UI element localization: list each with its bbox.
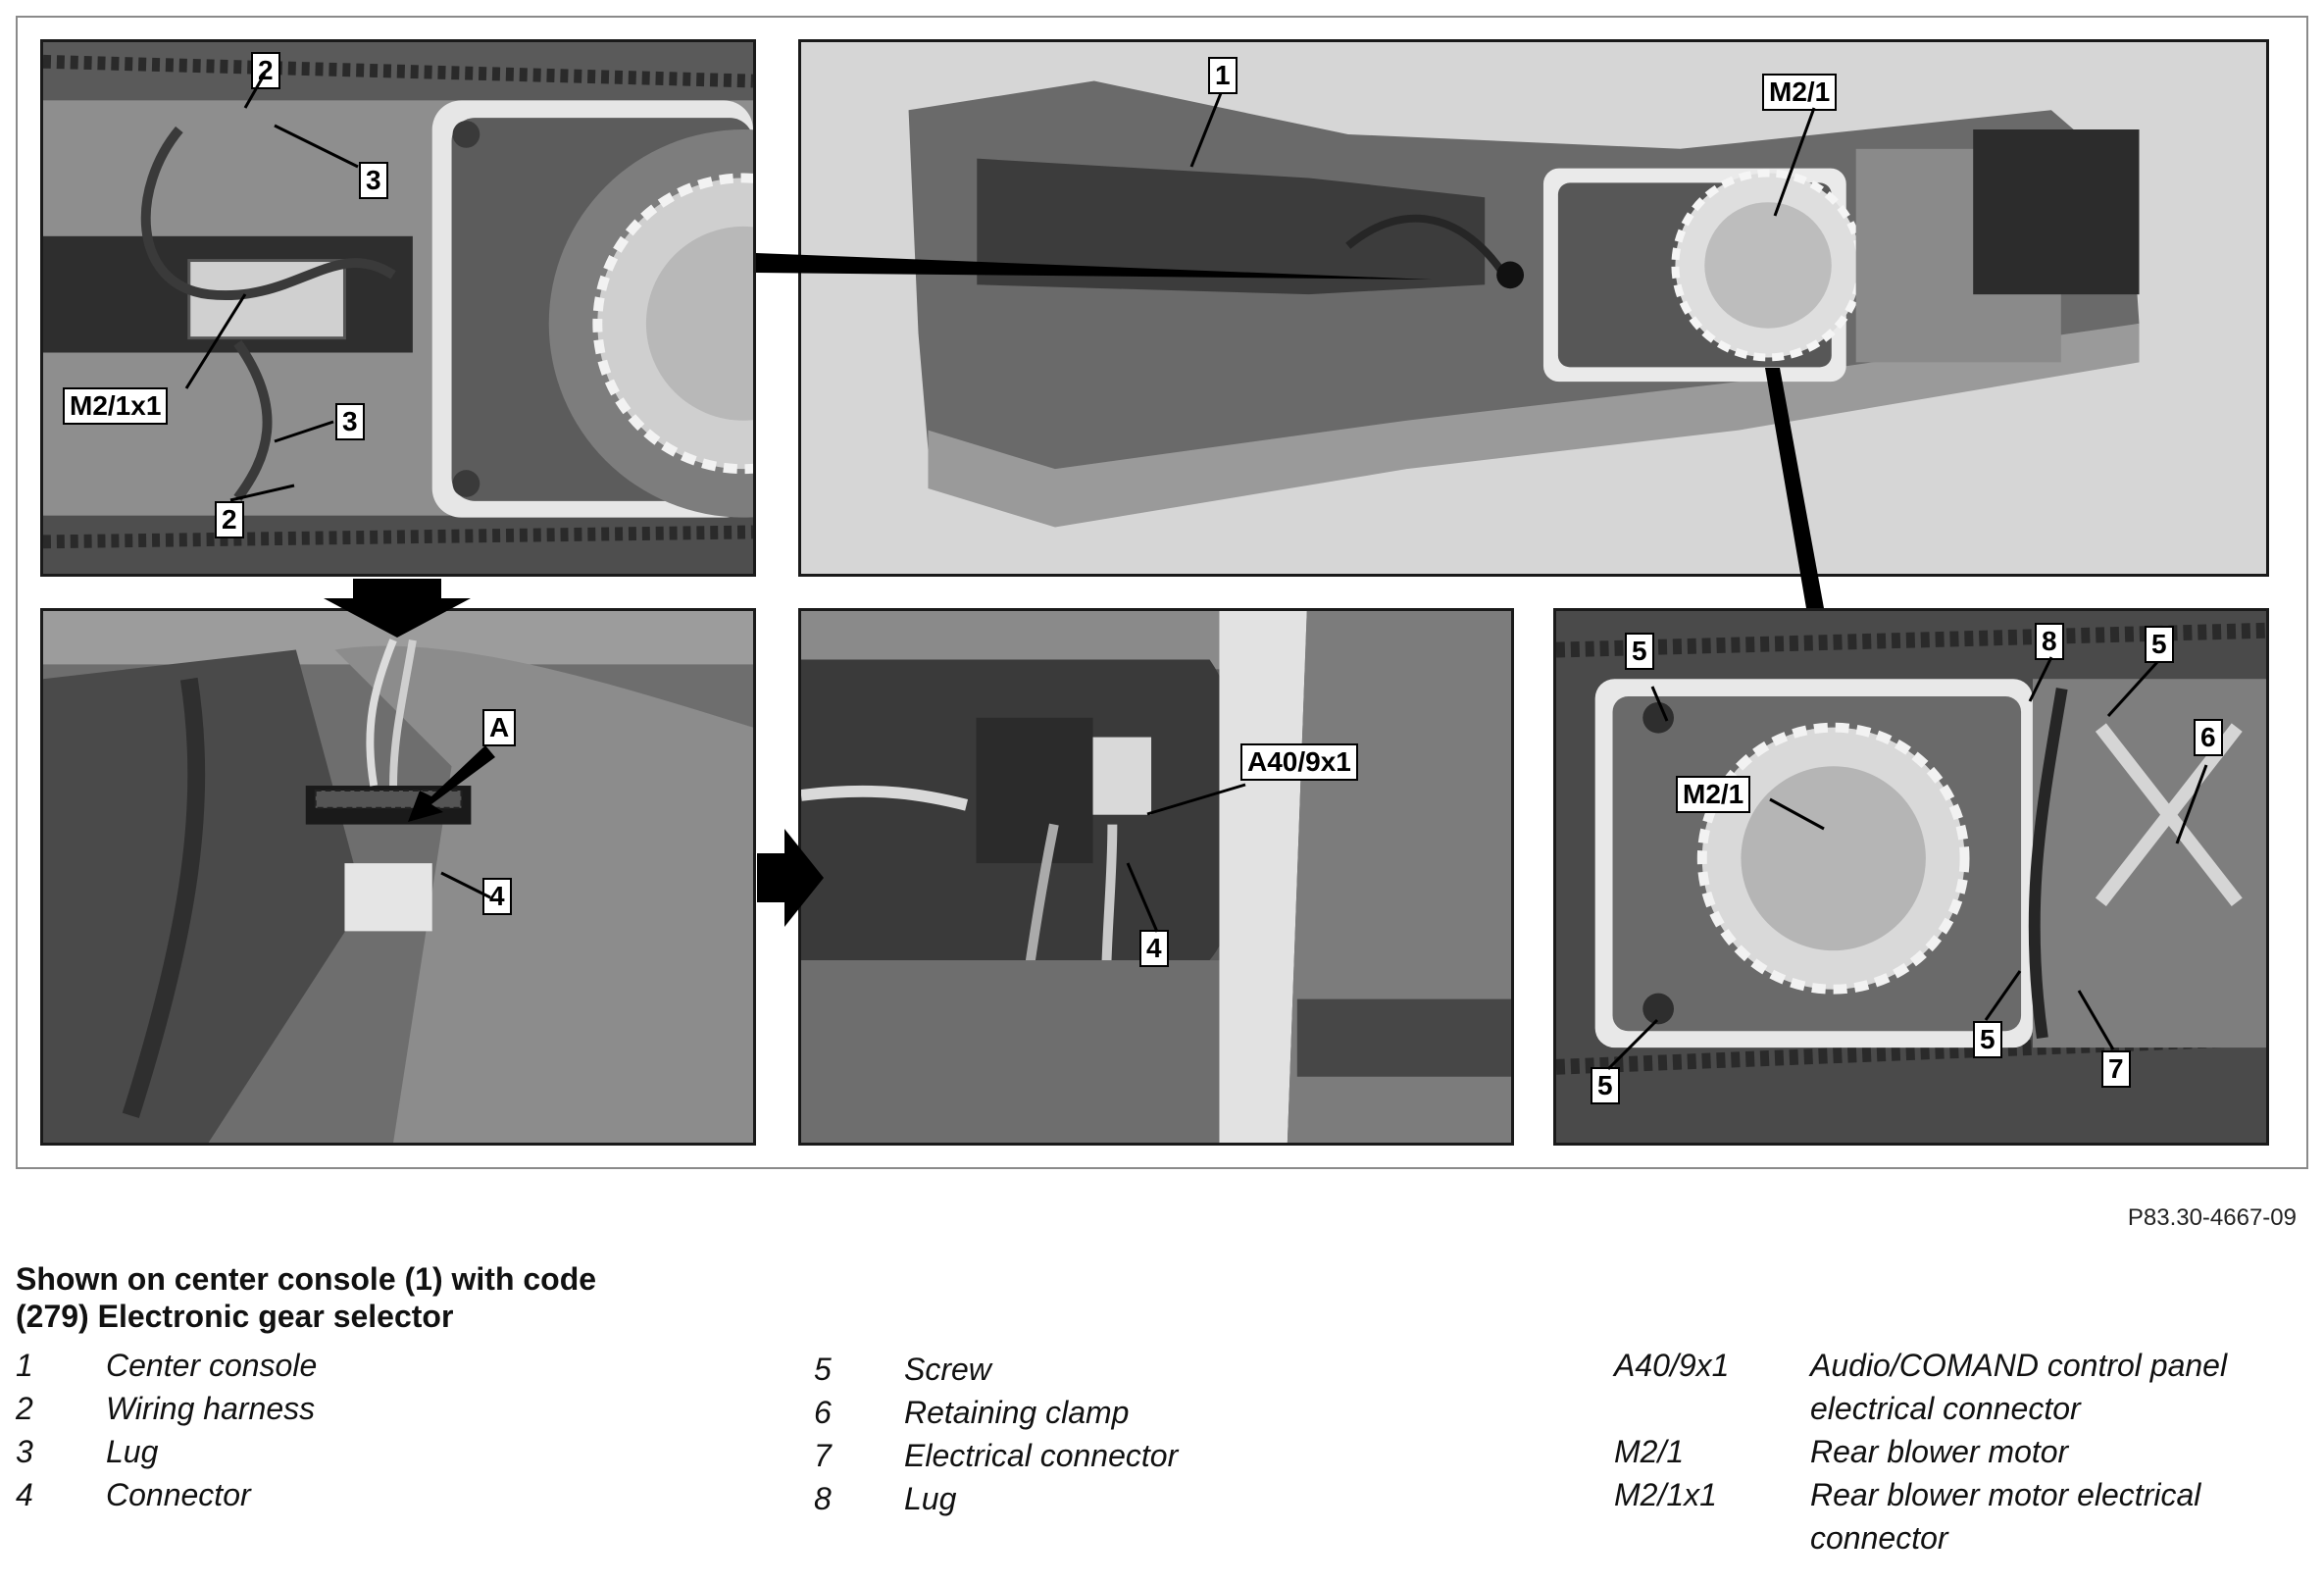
- photo-console-detail: 2 3 M2/1x1 3 2: [40, 39, 756, 577]
- legend-text: Center console: [106, 1348, 318, 1383]
- legend-item: 6 Retaining clamp: [814, 1391, 1402, 1434]
- callout-m2-1x1: M2/1x1: [63, 387, 169, 425]
- legend-key: 5: [814, 1352, 832, 1387]
- blower-motor-illustration: [1556, 611, 2266, 1143]
- legend-key: M2/1: [1614, 1434, 1685, 1469]
- legend-column-3: A40/9x1 Audio/COMAND control panel elect…: [1614, 1344, 2300, 1559]
- legend-item: 2 Wiring harness: [16, 1387, 702, 1430]
- legend-text: Audio/COMAND control panel electrical co…: [1810, 1344, 2300, 1430]
- legend-item: 7 Electrical connector: [814, 1434, 1402, 1477]
- legend-item: 5 Screw: [814, 1348, 1402, 1391]
- legend-text: Rear blower motor: [1810, 1430, 2300, 1473]
- legend-key: M2/1x1: [1614, 1477, 1717, 1512]
- callout-8: 8: [2035, 623, 2064, 660]
- legend-text-line: Rear blower motor electrical: [1810, 1477, 2201, 1512]
- legend-text: Connector: [106, 1477, 251, 1512]
- callout-3-top: 3: [359, 162, 388, 199]
- legend-item: 4 Connector: [16, 1473, 702, 1516]
- callout-4-left: 4: [482, 878, 512, 915]
- photo-connector-a: A 4: [40, 608, 756, 1146]
- callout-1: 1: [1208, 57, 1238, 94]
- callout-2-top: 2: [251, 52, 280, 89]
- legend-text: Lug: [106, 1434, 159, 1469]
- legend-key: 2: [16, 1391, 33, 1426]
- legend-key: 4: [16, 1477, 33, 1512]
- callout-3-bottom: 3: [335, 403, 365, 440]
- legend-text: Lug: [904, 1481, 957, 1516]
- legend-item: M2/1x1 Rear blower motor electrical conn…: [1614, 1473, 2300, 1559]
- callout-6: 6: [2194, 719, 2223, 756]
- callout-2-bottom: 2: [215, 501, 244, 538]
- callout-a40-9x1: A40/9x1: [1240, 743, 1358, 781]
- legend-item: A40/9x1 Audio/COMAND control panel elect…: [1614, 1344, 2300, 1430]
- photo-full-console: 1 M2/1: [798, 39, 2269, 577]
- legend-text-line: connector: [1810, 1520, 1948, 1556]
- a40-connector-illustration: [801, 611, 1511, 1143]
- photo-blower-motor: 5 8 5 6 M2/1 5 7 5: [1553, 608, 2269, 1146]
- callout-5-top-right: 5: [2145, 626, 2174, 663]
- legend-text: Wiring harness: [106, 1391, 316, 1426]
- connector-a-illustration: [43, 611, 753, 1143]
- legend-text-line: electrical connector: [1810, 1391, 2081, 1426]
- legend-text-line: Rear blower motor: [1810, 1434, 2069, 1469]
- legend-key: 7: [814, 1438, 832, 1473]
- legend-text: Retaining clamp: [904, 1395, 1130, 1430]
- legend-key: 8: [814, 1481, 832, 1516]
- callout-5-bottom-left: 5: [1591, 1067, 1620, 1104]
- legend-text: Electrical connector: [904, 1438, 1179, 1473]
- legend-column-1: 1 Center console 2 Wiring harness 3 Lug …: [16, 1344, 702, 1516]
- callout-5-bottom-center: 5: [1973, 1021, 2002, 1058]
- legend-key: 3: [16, 1434, 33, 1469]
- legend-key: 6: [814, 1395, 832, 1430]
- photo-a40-connector: A40/9x1 4: [798, 608, 1514, 1146]
- callout-7: 7: [2101, 1050, 2131, 1088]
- legend-item: 1 Center console: [16, 1344, 702, 1387]
- callout-4-right: 4: [1139, 930, 1169, 967]
- callout-a: A: [482, 709, 517, 746]
- legend-title-line1: Shown on center console (1) with code: [16, 1261, 597, 1297]
- legend-key: A40/9x1: [1614, 1348, 1730, 1383]
- legend-text: Screw: [904, 1352, 991, 1387]
- callout-5-top-left: 5: [1625, 633, 1654, 670]
- legend-title: Shown on center console (1) with code (2…: [16, 1260, 596, 1335]
- legend-item: M2/1 Rear blower motor: [1614, 1430, 2300, 1473]
- console-detail-illustration: [43, 42, 753, 574]
- legend-text: Rear blower motor electrical connector: [1810, 1473, 2300, 1559]
- callout-m2-1-detail: M2/1: [1676, 776, 1751, 813]
- legend-title-line2: (279) Electronic gear selector: [16, 1299, 454, 1334]
- legend-text-line: Audio/COMAND control panel: [1810, 1348, 2228, 1383]
- figure-id: P83.30-4667-09: [2127, 1204, 2297, 1231]
- legend-key: 1: [16, 1348, 33, 1383]
- legend-item: 8 Lug: [814, 1477, 1402, 1520]
- legend-column-2: 5 Screw 6 Retaining clamp 7 Electrical c…: [814, 1348, 1402, 1520]
- legend-item: 3 Lug: [16, 1430, 702, 1473]
- callout-m2-1: M2/1: [1762, 74, 1838, 111]
- full-console-illustration: [801, 42, 2266, 574]
